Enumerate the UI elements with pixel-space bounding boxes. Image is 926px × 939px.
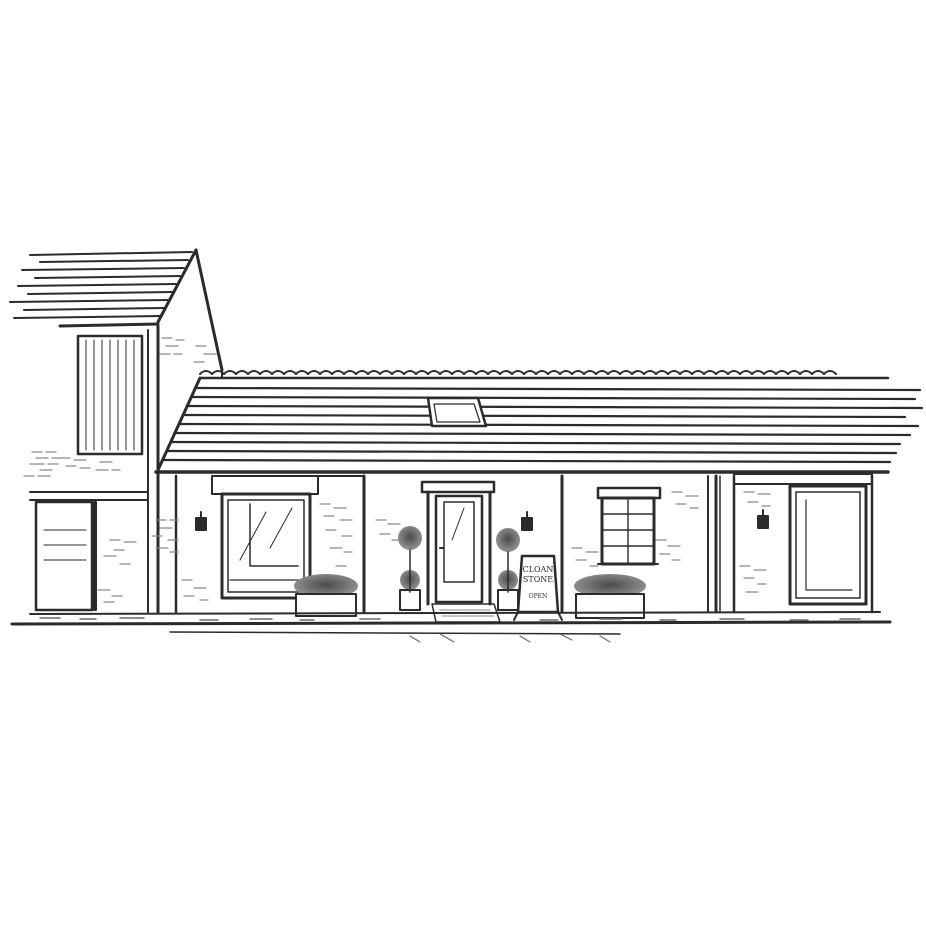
topiary-right — [496, 528, 520, 611]
sign-line-2: STONE — [523, 575, 553, 584]
sign-line-3: OPEN — [529, 593, 548, 600]
planter-left — [294, 574, 358, 617]
wall-lamp-center — [521, 511, 533, 531]
topiary-left — [398, 526, 422, 611]
left-upper-louvre-panel — [76, 334, 144, 456]
ground-line — [10, 611, 892, 643]
main-roof — [154, 370, 924, 474]
facade-wall — [174, 474, 874, 614]
left-roof — [9, 248, 224, 372]
left-tower-building — [9, 248, 224, 614]
left-garage-door — [34, 500, 97, 612]
front-door — [420, 480, 501, 623]
wall-lamp-right — [757, 509, 769, 529]
roof-skylight — [426, 396, 488, 428]
right-bay-window — [733, 473, 873, 606]
wall-lamp-left — [195, 511, 207, 531]
brick-texture — [23, 337, 771, 603]
sash-window — [596, 486, 662, 566]
planter-right — [574, 574, 646, 619]
shop-window-left — [211, 475, 363, 600]
sign-line-1: CLOAN — [523, 565, 554, 574]
sign-lettering: CLOAN STONE OPEN — [523, 565, 554, 600]
